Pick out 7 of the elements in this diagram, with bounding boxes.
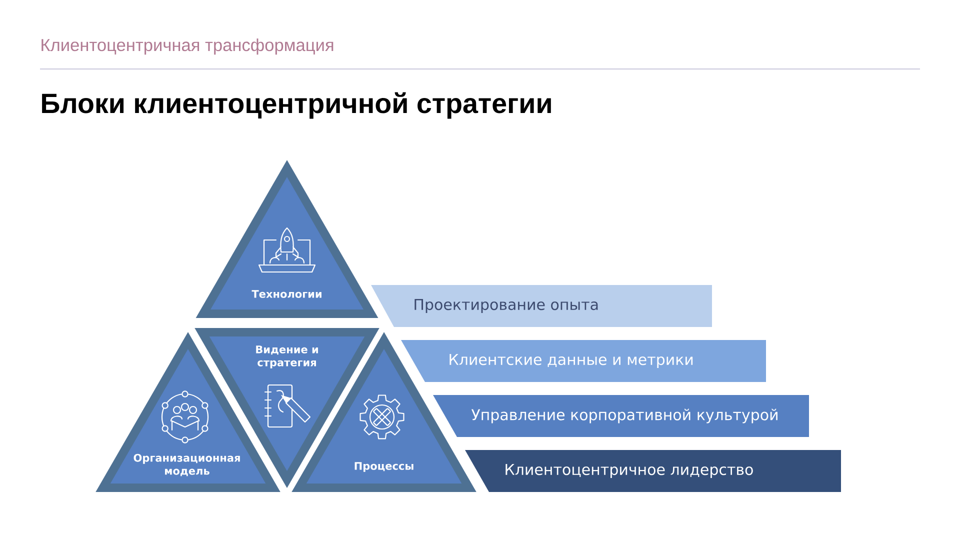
header-text: Клиентоцентричная трансформация <box>42 38 334 55</box>
triangle: Технологии <box>196 160 378 318</box>
band: Клиентоцентричное лидерство <box>465 450 841 492</box>
band: Клиентские данные и метрики <box>401 340 766 382</box>
band: Проектирование опыта <box>371 285 712 327</box>
band: Управление корпоративной культурой <box>433 395 809 437</box>
title: Блоки клиентоцентричной стратегии <box>42 92 551 119</box>
